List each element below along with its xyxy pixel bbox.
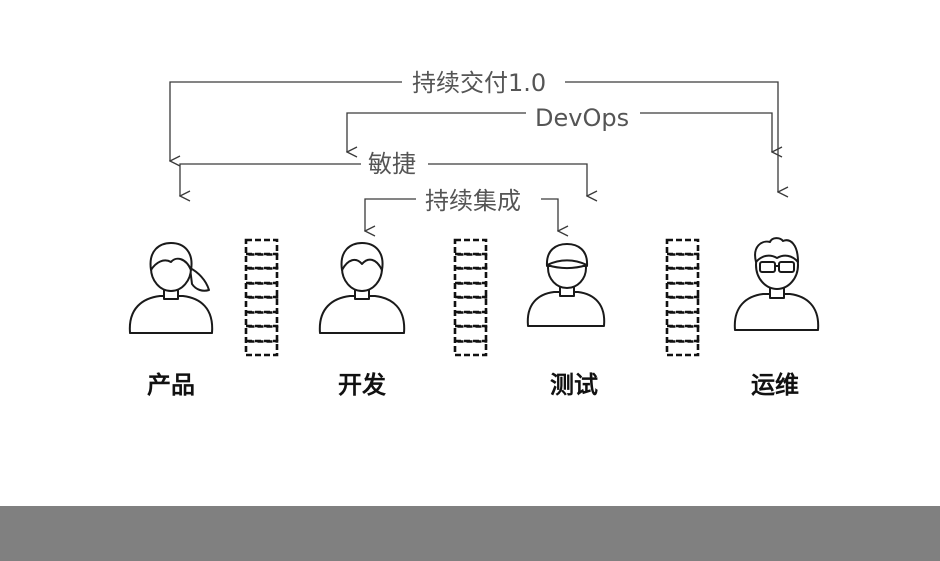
person-development-icon — [318, 242, 406, 334]
arrow-agile-left — [180, 163, 361, 196]
arrow-continuous-delivery-right — [565, 81, 778, 192]
queue-testing-operations — [665, 238, 700, 357]
role-label-product: 产品 — [147, 371, 195, 399]
role-label-operations: 运维 — [751, 371, 799, 399]
bracket-label-continuous-delivery: 持续交付1.0 — [412, 69, 546, 97]
bracket-agile: 敏捷 — [180, 150, 587, 196]
bracket-label-agile: 敏捷 — [368, 150, 416, 178]
bracket-continuous-integration: 持续集成 — [365, 187, 558, 231]
person-product-icon — [128, 242, 214, 334]
role-label-testing: 测试 — [550, 371, 598, 399]
footer-bar — [0, 506, 940, 561]
bracket-continuous-delivery: 持续交付1.0 — [170, 69, 778, 192]
person-operations-icon — [733, 237, 820, 331]
arrow-devops-left — [347, 112, 526, 152]
arrow-agile-right — [428, 163, 587, 196]
arrow-devops-right — [640, 112, 772, 152]
queue-development-testing — [453, 238, 488, 357]
role-label-development: 开发 — [338, 371, 386, 399]
bracket-label-continuous-integration: 持续集成 — [425, 187, 521, 215]
bracket-label-devops: DevOps — [535, 104, 629, 132]
person-testing-icon — [526, 243, 606, 327]
bracket-devops: DevOps — [347, 104, 772, 152]
arrow-ci-left — [365, 198, 416, 231]
arrow-ci-right — [541, 198, 558, 231]
queue-product-development — [244, 238, 279, 357]
lifecycle-diagram: 持续交付1.0 DevOps 敏捷 持续集成 — [128, 69, 820, 399]
arrow-continuous-delivery-left — [170, 81, 402, 161]
